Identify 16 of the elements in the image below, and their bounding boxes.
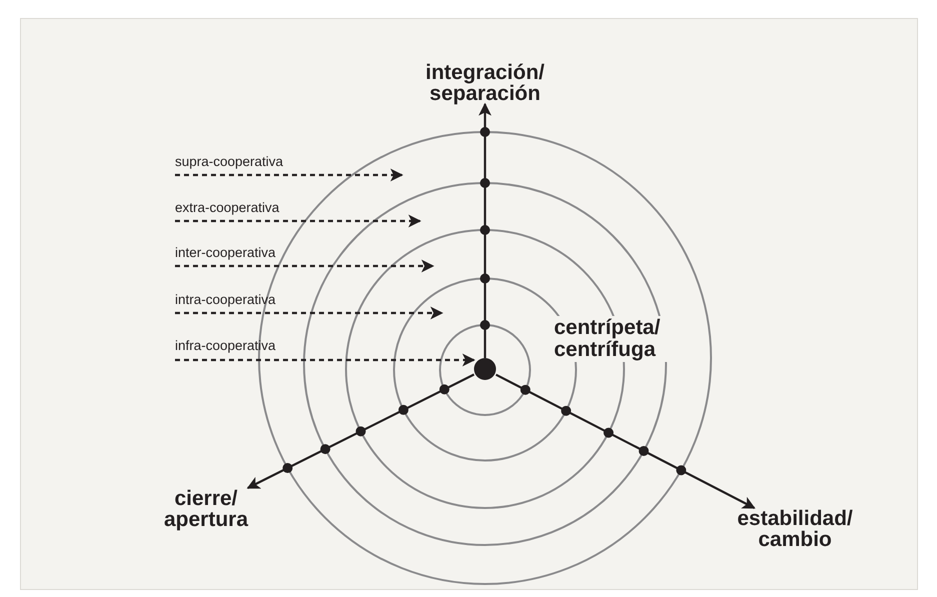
level-label: inter-cooperativa: [175, 245, 335, 267]
axis-arrow: [496, 374, 756, 509]
axis-arrow: [478, 102, 492, 358]
axis-arrow: [246, 374, 474, 489]
level-label: intra-cooperativa: [175, 292, 335, 314]
axis-label: cierre/ apertura: [150, 488, 262, 530]
level-label: infra-cooperativa: [175, 338, 335, 360]
axis-label: integración/ separación: [395, 62, 575, 104]
level-label: extra-cooperativa: [175, 200, 335, 222]
dashed-arrow: [175, 214, 422, 228]
dashed-arrow: [175, 354, 476, 366]
dashed-arrow: [175, 260, 434, 272]
axis-label: estabilidad/ cambio: [715, 508, 875, 550]
level-label: supra-cooperativa: [175, 154, 335, 176]
dashed-arrow: [175, 306, 444, 320]
dashed-arrow: [175, 168, 404, 182]
